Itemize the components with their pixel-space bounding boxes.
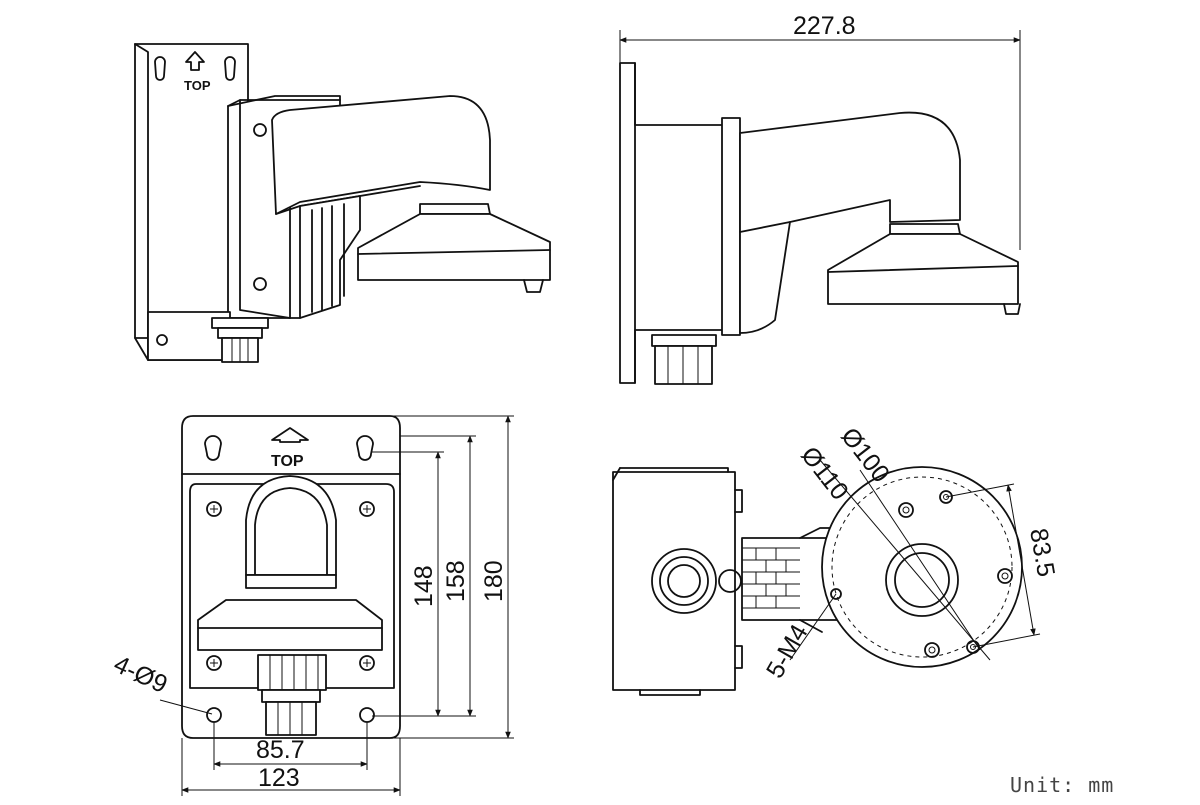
screw-spacing-dim: 83.5: [1024, 526, 1060, 579]
height-180-dim: 180: [480, 560, 508, 602]
height-158-dim: 158: [442, 560, 470, 602]
top-label-perspective: TOP: [184, 78, 211, 93]
top-label-front: TOP: [271, 453, 304, 470]
top-arrow-icon-front: [271, 427, 309, 443]
holes-dim: 4-Ø9: [109, 650, 171, 699]
plate-width-dim: 123: [258, 764, 300, 792]
overall-width-dim: 227.8: [793, 12, 856, 40]
unit-label: Unit: mm: [1010, 773, 1114, 797]
top-arrow-icon: [185, 51, 205, 71]
perspective-view: TOP: [134, 43, 551, 363]
front-view: TOP 4-Ø9 148 158: [109, 415, 514, 796]
side-view: 227.8: [619, 12, 1021, 385]
screws-dim: 5-M4: [761, 620, 814, 683]
bottom-view: Ø100 Ø110 83.5 5-M4: [612, 422, 1060, 696]
height-148-dim: 148: [410, 565, 438, 607]
hole-spacing-dim: 85.7: [256, 736, 305, 764]
